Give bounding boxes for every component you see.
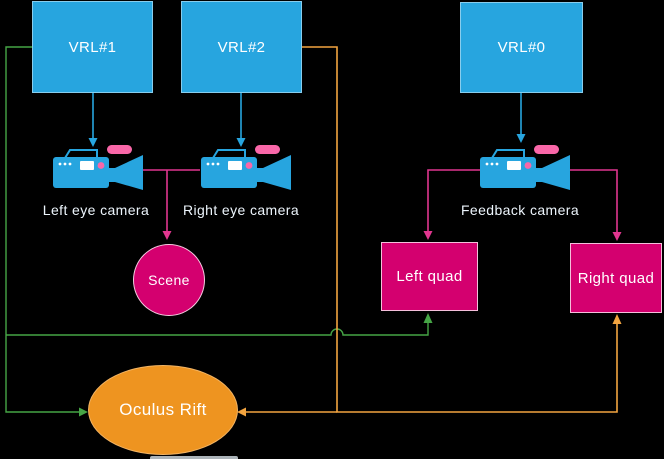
feedback-camera-label: Feedback camera xyxy=(460,202,580,218)
node-oculus-rift-label: Oculus Rift xyxy=(119,400,207,419)
edge-vrl0-to-feedback-camera xyxy=(516,93,526,143)
node-vrl2: VRL#2 xyxy=(181,1,302,93)
cropped-bottom-shape xyxy=(150,456,238,459)
left-eye-camera-icon xyxy=(52,144,144,191)
node-right-quad: Right quad xyxy=(570,243,662,313)
node-vrl1: VRL#1 xyxy=(32,1,153,93)
arrowhead-up-icon xyxy=(612,314,622,324)
edge-feedback-camera-to-right-quad xyxy=(570,169,622,241)
edge-vrl2-to-right-eye-camera xyxy=(236,93,246,147)
arrowhead-down-icon xyxy=(88,138,98,147)
feedback-camera-icon xyxy=(479,144,571,191)
arrowhead-down-icon xyxy=(236,138,246,147)
node-vrl2-label: VRL#2 xyxy=(217,38,266,56)
node-vrl0-label: VRL#0 xyxy=(497,39,546,56)
arrowhead-down-icon xyxy=(516,134,526,143)
arrowhead-down-icon xyxy=(162,231,172,240)
arrowhead-down-icon xyxy=(423,231,433,240)
node-vrl1-label: VRL#1 xyxy=(68,38,117,56)
node-left-quad: Left quad xyxy=(381,242,478,311)
node-right-quad-label: Right quad xyxy=(577,269,655,287)
node-vrl0: VRL#0 xyxy=(460,2,583,93)
edge-vrl2-to-right-quad xyxy=(302,46,622,413)
edge-cameras-to-scene xyxy=(143,169,200,240)
edge-feedback-camera-to-left-quad xyxy=(423,169,480,240)
edge-vrl2-to-oculus-rift xyxy=(237,407,337,417)
right-eye-camera-icon xyxy=(200,144,292,191)
arrowhead-down-icon xyxy=(612,232,622,241)
right-eye-camera-label: Right eye camera xyxy=(182,202,300,218)
arrowhead-left-icon xyxy=(237,407,246,417)
edge-vrl1-to-left-quad xyxy=(5,46,433,336)
node-left-quad-label: Left quad xyxy=(396,268,463,285)
node-scene: Scene xyxy=(133,244,205,316)
node-scene-label: Scene xyxy=(148,272,190,288)
arrowhead-right-icon xyxy=(79,407,88,417)
left-eye-camera-label: Left eye camera xyxy=(42,202,150,218)
node-oculus-rift: Oculus Rift xyxy=(88,365,238,455)
edge-vrl1-to-left-eye-camera xyxy=(88,93,98,147)
edge-vrl1-to-oculus-rift xyxy=(5,335,88,417)
arrowhead-up-icon xyxy=(423,313,433,323)
